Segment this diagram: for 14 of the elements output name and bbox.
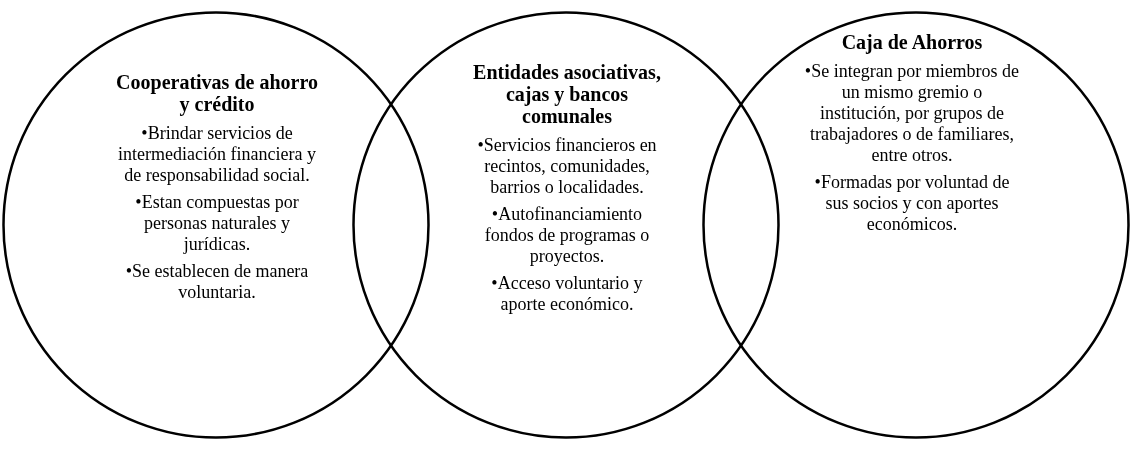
- bullet-point: •Brindar servicios de intermediación financiera y de responsabilidad social.: [117, 123, 317, 186]
- bullet-point: •Estan compuestas por personas naturales y jurídicas.: [134, 192, 300, 255]
- circle-heading: Cooperativas de ahorro y crédito: [115, 71, 319, 115]
- bullet-point: •Servicios financieros en recintos, comunidades, barrios o localidades.: [476, 135, 658, 198]
- circle-heading: Caja de Ahorros: [840, 31, 984, 53]
- bullet-point: •Autofinanciamiento fondos de programas o proyectos.: [483, 204, 651, 267]
- bullet-point: •Se establecen de manera voluntaria.: [124, 261, 310, 303]
- venn-circle: [702, 11, 1130, 439]
- bullet-point: •Se integran por miembros de un mismo gremio o institución, por grupos de trabajadores o de familiares, entre otros.: [803, 61, 1021, 166]
- bullet-point: •Formadas por voluntad de sus socios y con aportes económicos.: [813, 172, 1011, 235]
- venn-circle: [2, 11, 430, 439]
- venn-circle: [352, 11, 780, 439]
- bullet-point: •Acceso voluntario y aporte económico.: [490, 273, 644, 315]
- circle-heading: Entidades asociativas, cajas y bancos comunales: [472, 61, 662, 127]
